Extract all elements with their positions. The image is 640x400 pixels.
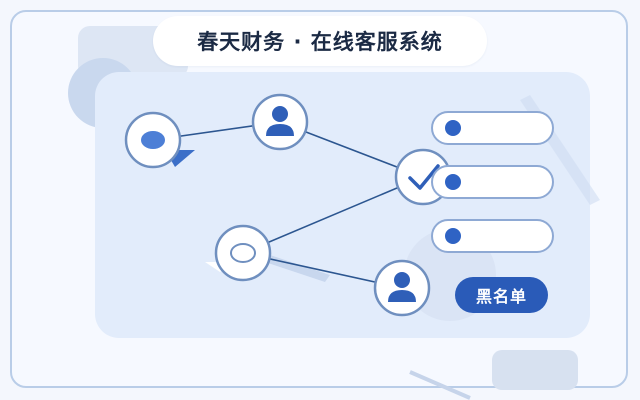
chat-bubble-icon <box>141 131 165 149</box>
page-title: 春天财务 · 在线客服系统 <box>197 30 443 54</box>
decorative-block <box>492 350 578 390</box>
list-item <box>431 111 554 145</box>
node-user <box>373 259 431 317</box>
blacklist-button[interactable]: 黑名单 <box>455 277 548 313</box>
node-chat-outline <box>205 224 272 282</box>
node-user <box>251 93 309 151</box>
blacklist-button-label: 黑名单 <box>475 287 527 306</box>
list-item <box>431 165 554 199</box>
bullet-icon <box>445 120 461 136</box>
connection-line <box>242 176 424 254</box>
user-avatar-icon <box>388 272 416 302</box>
title-banner: 春天财务 · 在线客服系统 <box>153 16 487 66</box>
list-item <box>431 219 554 253</box>
chat-bubble-outline-icon <box>230 243 256 263</box>
bullet-icon <box>445 174 461 190</box>
node-chat <box>124 111 195 169</box>
bullet-icon <box>445 228 461 244</box>
user-avatar-icon <box>266 106 294 136</box>
